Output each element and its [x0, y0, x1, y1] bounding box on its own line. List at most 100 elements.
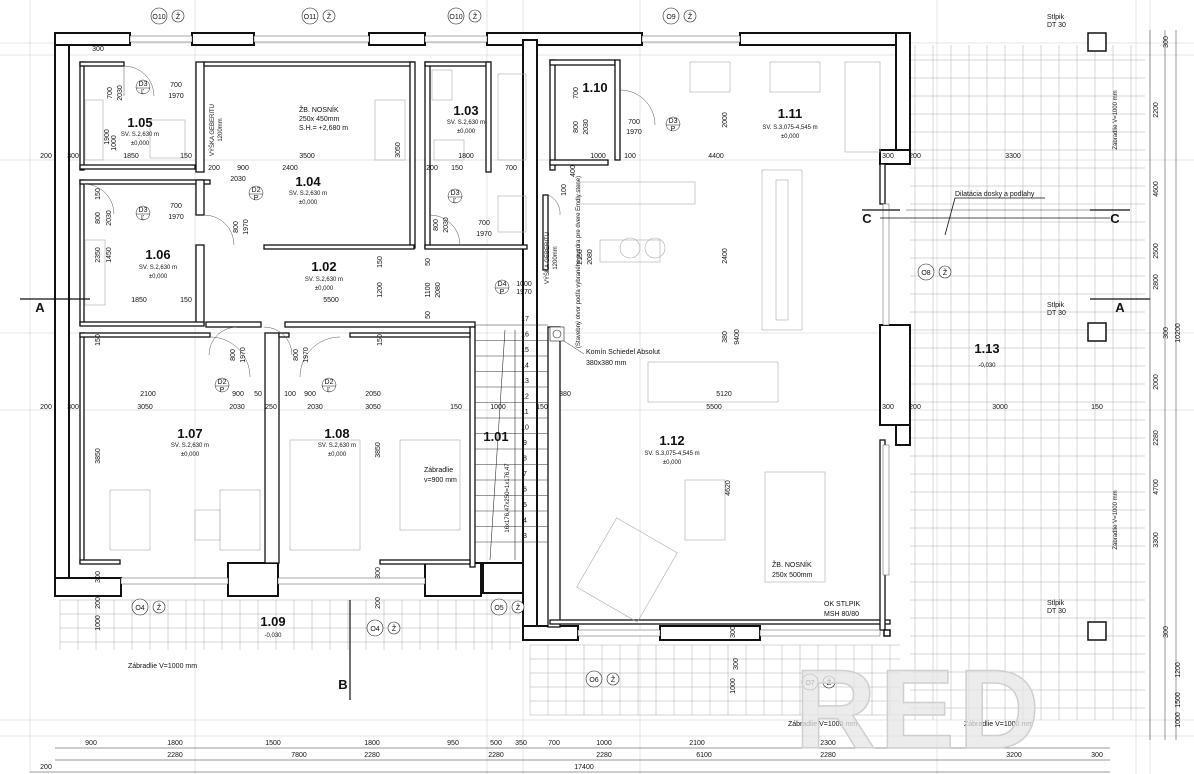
stair-step-number: 17	[521, 316, 529, 323]
dimension-value: 100	[624, 153, 636, 160]
room-level: SV. S.2,630 m	[171, 443, 209, 449]
vertical-annotation: Zábradlie V=1000 mm	[1113, 90, 1119, 149]
room-number: 1.13	[974, 341, 999, 356]
dimension-value: 4400	[708, 153, 724, 160]
window-code: O6	[589, 677, 598, 684]
window-material: Ž	[392, 624, 397, 633]
dimension-value: 1850	[131, 297, 147, 304]
dimension-value: 3850	[95, 448, 102, 464]
dimension-value: 700	[573, 87, 580, 99]
window-material: Ž	[516, 603, 521, 612]
dimension-value: 500	[490, 740, 502, 747]
annotation-text: MSH 80/80	[824, 611, 859, 618]
dimension-value: 900	[237, 165, 249, 172]
section-label: B	[338, 677, 347, 692]
dimension-value: 300	[1163, 626, 1170, 638]
window-material: Ž	[688, 12, 693, 21]
room-level: ±0,000	[181, 452, 200, 458]
dimension-value: 100	[561, 184, 568, 196]
door-code: D3	[669, 118, 678, 125]
window-code: O5	[494, 605, 503, 612]
dimension-value: 200	[375, 597, 382, 609]
dimension-value: 5120	[716, 391, 732, 398]
annotation-text: Zábradlie V=1000 mm	[964, 721, 1033, 728]
vertical-annotation: (Stavebný otvor podľa vybraného puzdra p…	[576, 176, 582, 348]
dimension-value: 800	[95, 212, 102, 224]
door-type: Ľ	[453, 198, 457, 205]
dimension-value: 2030	[117, 85, 124, 101]
dimension-value: 3050	[365, 404, 381, 411]
dimension-value: 800	[573, 121, 580, 133]
dimension-value: 200	[40, 404, 52, 411]
dimension-value: 9400	[734, 329, 741, 345]
dimension-value: 800	[230, 349, 237, 361]
dimension-value: 1450	[106, 247, 113, 263]
annotation-text: Stlpik	[1047, 14, 1065, 21]
dilatation-line	[880, 197, 1110, 236]
window-code: O4	[370, 626, 379, 633]
dimension-value: 380	[722, 331, 729, 343]
dimension-value: 300	[92, 46, 104, 53]
dimension-value: 2000	[722, 112, 729, 128]
room-number: 1.01	[483, 429, 508, 444]
room-level: ±0,000	[315, 286, 334, 292]
annotation-text: DT 30	[1047, 22, 1066, 29]
dimension-value: 150	[95, 334, 102, 346]
annotation-text: Zábradlie	[424, 467, 453, 474]
window-code: O9	[666, 14, 675, 21]
dimension-value: 6100	[696, 752, 712, 759]
vertical-annotation: VÝŠKA GEBERITU	[209, 104, 216, 156]
door-code: D4	[498, 281, 507, 288]
dimension-value: 50	[425, 311, 432, 319]
stair-step-number: 16	[521, 332, 529, 339]
dimension-value: 1200	[377, 282, 384, 298]
dimension-value: 2000	[1153, 374, 1160, 390]
room-level: ±0,000	[131, 141, 150, 147]
section-label: A	[1115, 300, 1125, 315]
room-number: 1.08	[324, 426, 349, 441]
dimension-value: 1000	[490, 404, 506, 411]
dimension-value: 3050	[395, 142, 402, 158]
dimension-value: 2800	[1153, 274, 1160, 290]
annotation-text: Dilatácia dosky a podlahy	[955, 191, 1035, 198]
dimension-value: 300	[730, 626, 737, 638]
dimension-value: 2030	[229, 404, 245, 411]
section-lines	[20, 209, 1150, 700]
door-tag: D2Ľ	[321, 377, 337, 394]
dimension-value: 2200	[1153, 102, 1160, 118]
dimension-value: 150	[180, 297, 192, 304]
room-level: SV. S.2,630 m	[289, 191, 327, 197]
window-material: Ž	[473, 12, 478, 21]
window-tag: O5 Ž	[490, 598, 525, 616]
dimension-value: 150	[377, 334, 384, 346]
dimension-value: 2080	[587, 249, 594, 265]
dimension-value: 2400	[722, 248, 729, 264]
annotation-text: Zábradlie V=1000 mm	[128, 663, 197, 670]
room-level: -0,030	[264, 633, 282, 639]
dimension-value: 1000	[596, 740, 612, 747]
door-tag: D2P	[214, 377, 230, 394]
dimension-value: 800	[293, 349, 300, 361]
dimension-value: 150	[95, 188, 102, 200]
section-label: A	[35, 300, 45, 315]
dimension-value: 1970	[243, 219, 250, 235]
stair-step-number: 11	[521, 409, 528, 416]
room-number: 1.03	[453, 103, 478, 118]
stair-step-number: 14	[521, 363, 529, 370]
dimension-value: 250	[265, 404, 277, 411]
dimension-value: 1970	[168, 93, 184, 100]
dimension-value: 4620	[725, 480, 732, 496]
dimension-value: 300	[882, 404, 894, 411]
dimension-value: 2400	[282, 165, 298, 172]
dimension-value: 1970	[240, 347, 247, 363]
door-tag: D3Ľ	[135, 205, 151, 222]
